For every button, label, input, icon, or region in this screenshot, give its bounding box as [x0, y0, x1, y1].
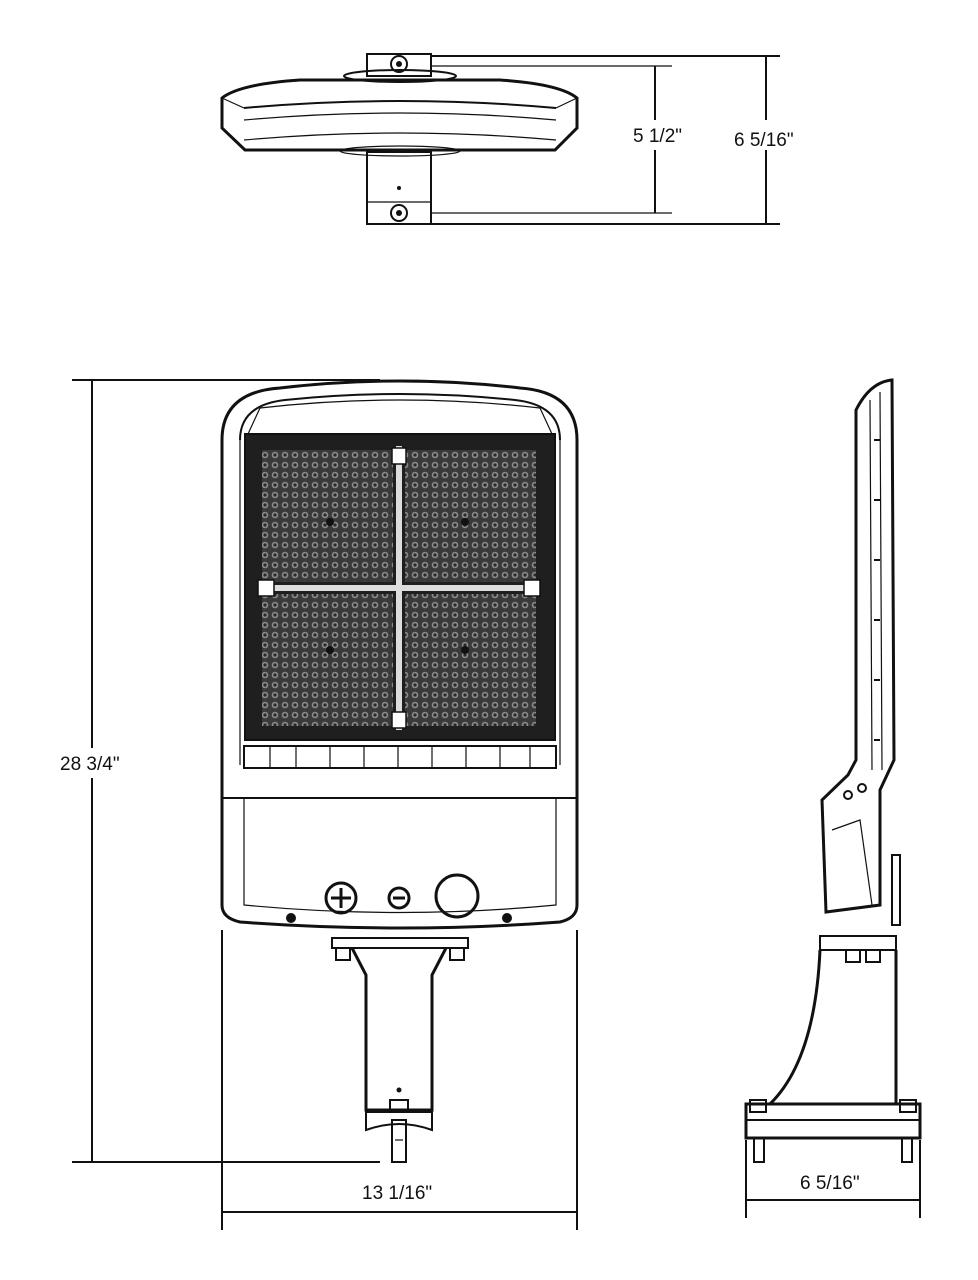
led-screw-tr [461, 518, 469, 526]
led-clip-left [257, 579, 275, 597]
top-fixture-lens-top [243, 100, 557, 109]
led-clip-top [391, 447, 407, 465]
top-fixture-right-edge [555, 97, 578, 109]
side-sensor-bump [891, 854, 901, 926]
front-housing [220, 379, 579, 930]
arm-nut-right [449, 947, 465, 961]
front-housing-top-ridge [259, 399, 541, 409]
side-fixture-ticks [874, 439, 880, 741]
front-housing-inner-top [239, 393, 561, 441]
led-module-top-right [405, 450, 536, 582]
top-bolt-upper-icon [390, 55, 408, 73]
vent-strip [243, 745, 557, 769]
minus-icon [387, 886, 411, 910]
top-fixture-lens-mid [243, 112, 557, 121]
side-fixture-profile [820, 378, 896, 914]
side-arm [768, 949, 898, 1106]
driver-housing-inner [243, 798, 557, 914]
side-fixture-inner-line-2 [879, 391, 883, 771]
led-screw-br [461, 646, 469, 654]
top-bolt-lower-center [396, 210, 402, 216]
side-nut-left [845, 949, 861, 963]
top-fixture-hub [343, 69, 457, 83]
sensor-receptacle-icon [434, 873, 480, 919]
led-clip-bottom [391, 711, 407, 729]
top-view: 5 1/2" 6 5/16" [220, 53, 794, 225]
side-fixture-inner-line [869, 399, 873, 771]
dim-side-width-label: 6 5/16" [800, 1173, 860, 1194]
led-screw-tl [326, 518, 334, 526]
top-fixture-body [220, 78, 579, 152]
led-module-bottom-left [262, 594, 393, 726]
arm-dot [396, 1087, 402, 1093]
front-housing-ridge-left [247, 407, 261, 435]
side-base-bolt-left [753, 1137, 765, 1163]
led-module-bottom-right [405, 594, 536, 726]
side-nut-right [865, 949, 881, 963]
top-mount-upper [366, 53, 432, 77]
dim-inner-height-label: 5 1/2" [633, 126, 682, 147]
led-clip-right [523, 579, 541, 597]
top-bolt-upper-center [396, 61, 402, 67]
housing-screw-left [286, 913, 296, 923]
vent-slots [269, 746, 531, 768]
arm-nut-left [335, 947, 351, 961]
top-fixture-left-edge [221, 97, 245, 109]
side-pivot-icon-2 [857, 783, 867, 793]
side-mount-plate [819, 935, 897, 951]
dim-width-label: 13 1/16" [362, 1183, 432, 1204]
dim-height-label: 28 3/4" [60, 754, 120, 775]
led-module-top-left [262, 450, 393, 582]
dim-outer-height-label: 6 5/16" [734, 130, 794, 151]
side-base-nut-left [749, 1099, 767, 1113]
top-fixture-underside [339, 145, 461, 157]
mounting-arm [350, 947, 448, 1112]
side-base-nut-right [899, 1099, 917, 1113]
arm-mount-plate [331, 937, 469, 949]
side-pivot-icon [843, 790, 853, 800]
side-base-bolt-right [901, 1137, 913, 1163]
arm-clamp [365, 1111, 433, 1132]
front-housing-ridge-right [539, 407, 553, 435]
top-fixture-lens-bottom [243, 132, 557, 141]
front-view: 28 3/4" 13 1/16" [60, 379, 579, 1230]
plus-icon [324, 881, 358, 915]
arm-bolt [391, 1119, 407, 1163]
side-driver-contour [831, 819, 873, 906]
top-mount-dot [397, 186, 401, 190]
led-screw-bl [326, 646, 334, 654]
side-view: 6 5/16" [744, 378, 922, 1218]
top-bolt-lower-icon [390, 204, 408, 222]
housing-screw-right [502, 913, 512, 923]
